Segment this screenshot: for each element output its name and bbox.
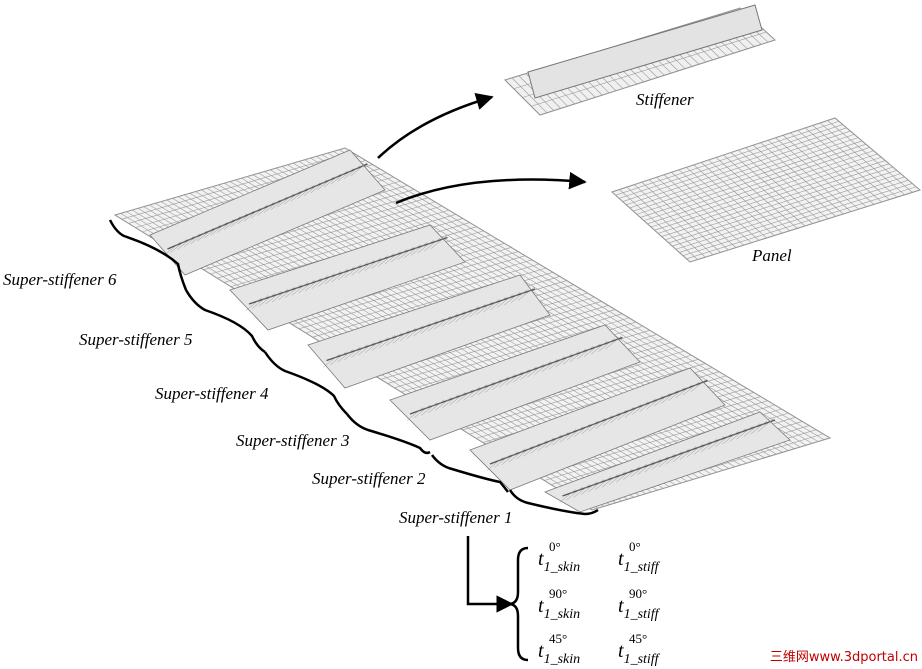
super-stiffener-2-label: Super-stiffener 2 [312,469,426,488]
stiffener-label: Stiffener [636,90,694,109]
super-stiffener-6-label: Super-stiffener 6 [3,270,117,289]
main-panel-stiffeners [149,149,791,513]
arrow-to-panel [395,171,587,205]
arrow-to-design-variables [466,536,514,613]
stiffener-mesh [504,4,776,116]
super-stiffener-1-label: Super-stiffener 1 [399,508,513,527]
super-stiffener-braces [108,219,599,516]
super-stiffener-3-label: Super-stiffener 3 [236,431,350,450]
variables-brace [509,546,529,662]
super-stiffener-5-label: Super-stiffener 5 [79,330,193,349]
arrow-to-stiffener [377,93,494,159]
panel-label: Panel [752,246,792,265]
watermark: 三维网www.3dportal.cn [769,650,918,665]
panel-assembly-mesh [113,147,832,513]
super-stiffener-4-label: Super-stiffener 4 [155,384,269,403]
panel-mesh [611,117,922,263]
